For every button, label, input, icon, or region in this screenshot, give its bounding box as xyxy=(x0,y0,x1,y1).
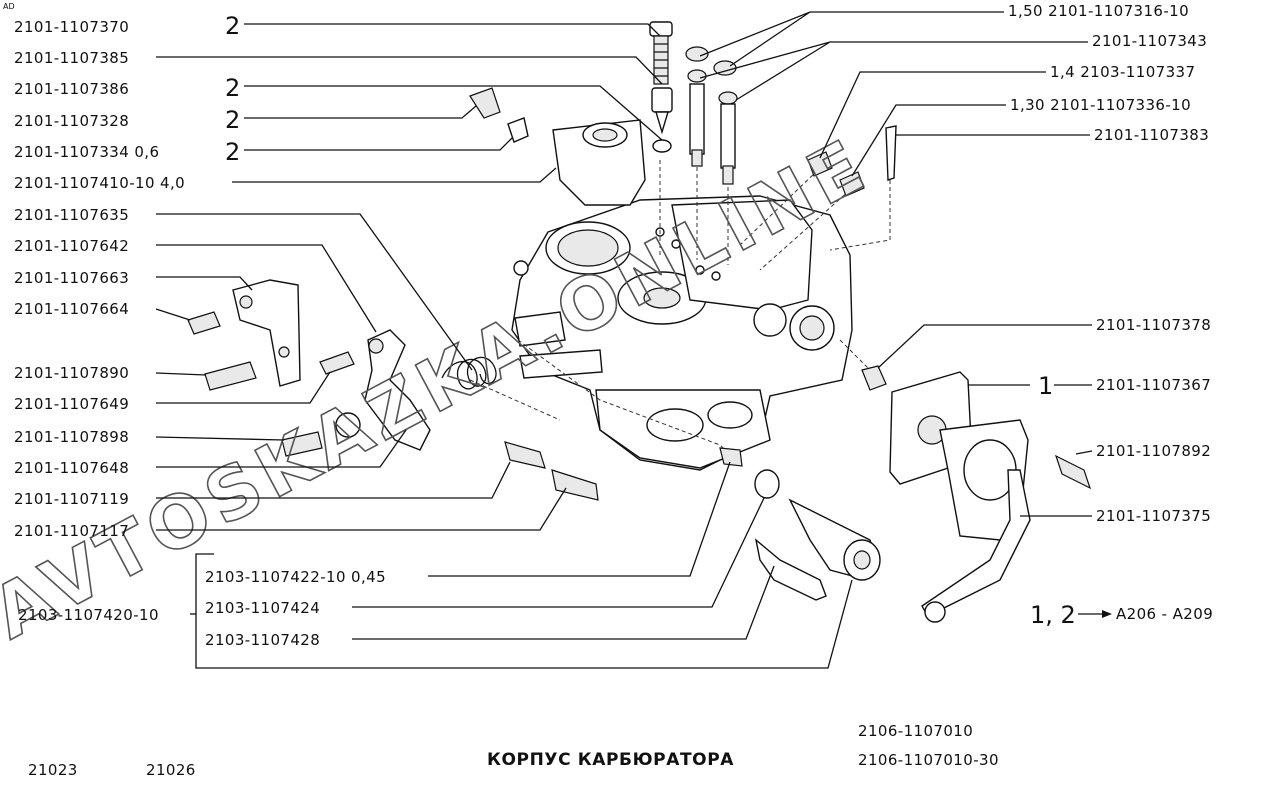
idle-solenoid xyxy=(719,447,881,601)
callout-qty: 2 xyxy=(225,12,240,40)
callout-code: 2101-1107343 xyxy=(1092,32,1207,50)
callout-code: 2101-1107117 xyxy=(14,522,129,540)
callout-code: 2103-1107422-10 0,45 xyxy=(205,568,386,586)
callout-code: 1,30 2101-1107336-10 xyxy=(1010,96,1191,114)
callout-code: 1,4 2103-1107337 xyxy=(1050,63,1195,81)
model-code: 21026 xyxy=(146,761,196,779)
fuel-jets xyxy=(807,125,897,197)
callout-code: 2101-1107664 xyxy=(14,300,129,318)
assembly-guides xyxy=(469,160,891,456)
linkage-parts xyxy=(187,279,599,501)
idle-jet-holder xyxy=(649,21,673,153)
page-title: КОРПУС КАРБЮРАТОРА xyxy=(487,750,734,770)
callout-code: 2103-1107420-10 xyxy=(18,606,159,624)
callout-code: 2101-1107334 0,6 xyxy=(14,143,159,161)
air-jets xyxy=(685,46,738,185)
callout-code: 2101-1107383 xyxy=(1094,126,1209,144)
economizer xyxy=(861,365,1092,623)
footnote-text: A206 - A209 xyxy=(1116,605,1213,623)
callout-code: 2101-1107367 xyxy=(1096,376,1211,394)
corner-mark: AD xyxy=(3,2,15,11)
callout-code: 2101-1107642 xyxy=(14,237,129,255)
callout-qty: 2 xyxy=(225,106,240,134)
callout-code: 2101-1107890 xyxy=(14,364,129,382)
callout-code: 2101-1107375 xyxy=(1096,507,1211,525)
callout-qty: 2 xyxy=(225,74,240,102)
callout-code: 2103-1107428 xyxy=(205,631,320,649)
parts-drawing: AVTOSKAZKA.ONLINE xyxy=(0,21,1092,656)
callout-code: 2101-1107378 xyxy=(1096,316,1211,334)
callout-code: 2101-1107410-10 4,0 xyxy=(14,174,185,192)
throttle-spring xyxy=(441,356,497,390)
choke-parts xyxy=(469,87,646,206)
model-code: 21023 xyxy=(28,761,78,779)
carburetor-body xyxy=(511,195,853,471)
callout-code: 1,50 2101-1107316-10 xyxy=(1008,2,1189,20)
callout-code: 2101-1107648 xyxy=(14,459,129,477)
footnote-mark: 1, 2 xyxy=(1030,601,1076,629)
callout-qty: 1 xyxy=(1038,372,1053,400)
assembly-code: 2106-1107010 xyxy=(858,722,973,740)
callout-code: 2101-1107386 xyxy=(14,80,129,98)
assembly-code: 2106-1107010-30 xyxy=(858,751,999,769)
callout-code: 2101-1107385 xyxy=(14,49,129,67)
callout-code: 2101-1107328 xyxy=(14,112,129,130)
callout-code: 2101-1107892 xyxy=(1096,442,1211,460)
left-callouts: 2101-1107370 2 2101-1107385 2101-1107386… xyxy=(14,12,663,624)
callout-code: 2101-1107119 xyxy=(14,490,129,508)
callout-code: 2101-1107663 xyxy=(14,269,129,287)
callout-qty: 2 xyxy=(225,138,240,166)
right-callouts: 1,50 2101-1107316-10 2101-1107343 1,4 21… xyxy=(699,2,1211,525)
callout-code: 2101-1107635 xyxy=(14,206,129,224)
footnote: 1, 2 A206 - A209 xyxy=(1030,601,1213,629)
callout-code: 2103-1107424 xyxy=(205,599,320,617)
callout-code: 2101-1107370 xyxy=(14,18,129,36)
bracket-callouts: 2103-1107422-10 0,45 2103-1107424 2103-1… xyxy=(195,461,853,669)
callout-code: 2101-1107649 xyxy=(14,395,129,413)
callout-code: 2101-1107898 xyxy=(14,428,129,446)
